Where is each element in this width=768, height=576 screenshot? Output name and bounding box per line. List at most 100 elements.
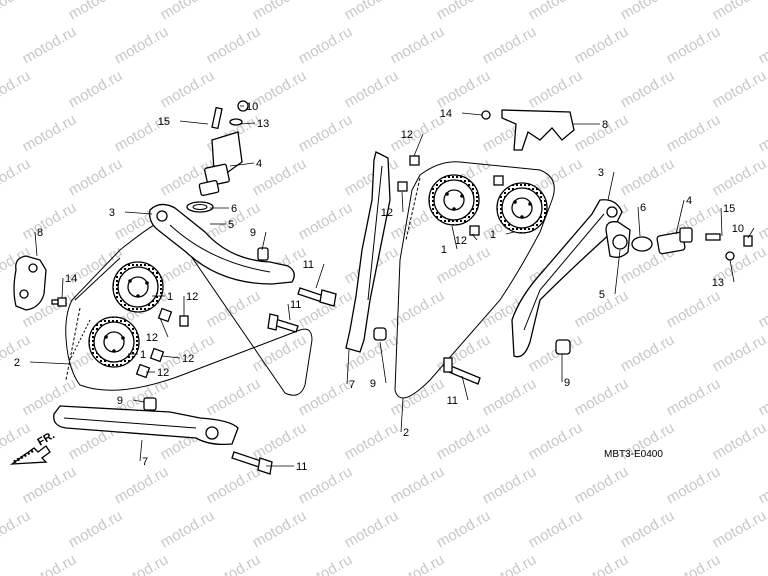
tensioner-arm-left [149, 203, 295, 285]
leader-line [461, 375, 469, 401]
watermark-text: motod.ru [572, 23, 632, 67]
part-callout-12: 12 [186, 291, 198, 303]
watermark-text: motod.ru [618, 507, 678, 551]
bolt-11-lower [231, 451, 273, 475]
part-callout-4: 4 [256, 158, 262, 170]
watermark-text: motod.ru [342, 419, 402, 463]
watermark-text: motod.ru [296, 375, 356, 419]
watermark-text: motod.ru [0, 0, 33, 23]
watermark-text: motod.ru [388, 287, 448, 331]
watermark-text: motod.ru [572, 375, 632, 419]
watermark-text: motod.ru [204, 375, 264, 419]
part-callout-3: 3 [598, 167, 604, 179]
watermark-text: motod.ru [526, 507, 586, 551]
cam-chain-right [394, 161, 555, 399]
watermark-text: motod.ru [664, 287, 724, 331]
leader-line [675, 199, 685, 235]
watermark-text: motod.ru [388, 463, 448, 507]
leader-line [179, 120, 209, 125]
watermark-text: motod.ru [388, 551, 448, 576]
watermark-text: motod.ru [66, 155, 126, 199]
watermark-text: motod.ru [618, 67, 678, 111]
part-callout-3: 3 [109, 207, 115, 219]
part-callout-14: 14 [65, 273, 77, 285]
watermark-text: motod.ru [342, 155, 402, 199]
part-callout-1: 1 [140, 349, 146, 361]
watermark-text: motod.ru [664, 463, 724, 507]
leader-line [401, 191, 404, 213]
watermark-text: motod.ru [112, 463, 172, 507]
watermark-text: motod.ru [342, 507, 402, 551]
leader-line [132, 399, 145, 403]
watermark-text: motod.ru [664, 23, 724, 67]
part-callout-6: 6 [640, 202, 646, 214]
watermark-text: motod.ru [710, 507, 768, 551]
bolts-12-right [397, 155, 504, 236]
right-assembly [345, 109, 753, 399]
watermark-text: motod.ru [434, 67, 494, 111]
watermark-text: motod.ru [664, 375, 724, 419]
watermark-text: motod.ru [204, 23, 264, 67]
watermark-text: motod.ru [756, 111, 768, 155]
watermark-text: motod.ru [342, 0, 402, 23]
watermark-text: motod.ru [618, 331, 678, 375]
watermark-text: motod.ru [710, 0, 768, 23]
cam-sprocket-upper-right-b [496, 182, 548, 234]
pivot-bolt-center [373, 327, 387, 341]
watermark-text: motod.ru [66, 507, 126, 551]
watermark-text: motod.ru [158, 507, 218, 551]
part-callout-11: 11 [303, 259, 314, 271]
watermark-text: motod.ru [388, 375, 448, 419]
leader-line [346, 349, 350, 385]
chain-guide-lower [53, 405, 239, 446]
watermark-text: motod.ru [756, 287, 768, 331]
leader-line [61, 277, 64, 299]
part-callout-15: 15 [158, 116, 170, 128]
part-callout-7: 7 [142, 456, 148, 468]
watermark-text: motod.ru [664, 111, 724, 155]
watermark-text: motod.ru [480, 23, 540, 67]
watermark-text: motod.ru [756, 463, 768, 507]
part-callout-9: 9 [250, 227, 256, 239]
watermark-text: motod.ru [20, 551, 80, 576]
leader-line [139, 439, 143, 462]
tensioner-lifter-right [605, 221, 753, 261]
watermark-text: motod.ru [20, 111, 80, 155]
leader-line [400, 397, 404, 433]
part-callout-10: 10 [732, 223, 744, 235]
cam-sprocket-upper-left [112, 261, 164, 313]
bolts-12-left [135, 307, 189, 379]
part-callout-8: 8 [37, 227, 43, 239]
watermark-text: motod.ru [618, 155, 678, 199]
watermark-text: motod.ru [0, 67, 33, 111]
part-callout-5: 5 [599, 289, 605, 301]
part-callout-11: 11 [447, 395, 458, 407]
watermark-text: motod.ru [480, 375, 540, 419]
part-callout-9: 9 [117, 395, 123, 407]
watermark-text: motod.ru [572, 463, 632, 507]
watermark-text: motod.ru [204, 551, 264, 576]
leader-line [287, 303, 291, 321]
leader-line [161, 355, 181, 359]
diagram-code: MBT3-E0400 [604, 449, 663, 460]
left-assembly [13, 100, 337, 475]
watermark-text: motod.ru [434, 331, 494, 375]
watermark-text: motod.ru [756, 199, 768, 243]
part-callout-12: 12 [455, 235, 467, 247]
watermark-text: motod.ru [480, 463, 540, 507]
watermark-text: motod.ru [296, 199, 356, 243]
cam-sprocket-lower-left [88, 316, 140, 368]
chain-guide-vertical [345, 151, 391, 353]
watermark-text: motod.ru [480, 551, 540, 576]
part-callout-2: 2 [403, 427, 409, 439]
part-callout-11: 11 [290, 299, 301, 311]
part-callout-1: 1 [167, 291, 173, 303]
part-callout-1: 1 [441, 244, 447, 256]
watermark-text: motod.ru [296, 551, 356, 576]
watermark-text: motod.ru [20, 463, 80, 507]
watermark-text: motod.ru [250, 67, 310, 111]
part-callout-5: 5 [228, 219, 234, 231]
part-callout-12: 12 [381, 207, 393, 219]
